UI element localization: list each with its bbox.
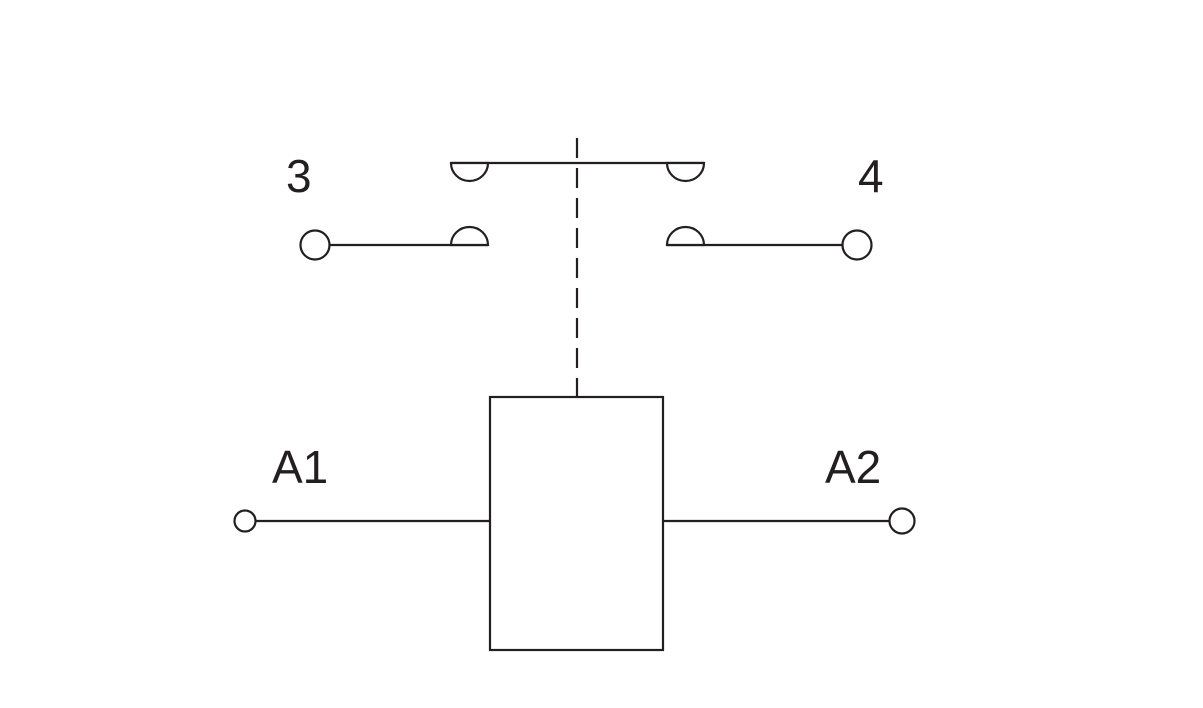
terminal-label-a1: A1: [272, 441, 328, 493]
coil-lead-a1: [233, 509, 490, 533]
terminal-3: [299, 229, 331, 261]
terminal-a1: [233, 509, 257, 533]
terminal-label-a2: A2: [825, 441, 881, 493]
bridge-contact-left: [449, 161, 490, 183]
terminal-label-4: 4: [858, 150, 884, 202]
coil-lead-a2: [663, 507, 916, 535]
coil-box: [488, 395, 665, 652]
terminal-label-3: 3: [286, 150, 312, 202]
terminal-4: [841, 229, 873, 261]
fixed-contact-left: [449, 225, 490, 247]
bridge-contact-right: [665, 161, 706, 183]
fixed-contact-right: [665, 225, 706, 247]
fixed-contact-4: [665, 225, 873, 261]
fixed-contact-3: [299, 225, 490, 261]
moving-contact-bridge: [449, 161, 706, 183]
terminal-a2: [888, 507, 916, 535]
